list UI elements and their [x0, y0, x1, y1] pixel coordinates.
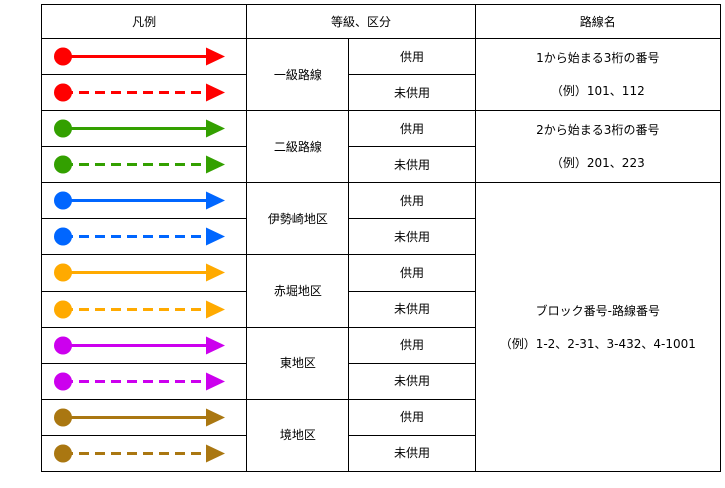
legend-cell [40, 38, 248, 76]
route-name-example: （例）201、223 [550, 156, 645, 171]
legend-cell [40, 254, 248, 292]
status-in-use: 供用 [348, 110, 476, 148]
table-row: 未供用 [40, 218, 721, 256]
table-row: 未供用 [40, 146, 721, 184]
dashed-arrow-icon [54, 444, 225, 463]
status-in-use: 供用 [348, 182, 476, 220]
legend-cell [40, 110, 248, 148]
header-legend: 凡例 [40, 3, 248, 40]
solid-arrow-icon [54, 119, 225, 138]
legend-cell [40, 74, 248, 112]
status-in-use: 供用 [348, 326, 476, 364]
table-row: 未供用 [40, 74, 721, 112]
route-name-rule: ブロック番号-路線番号 [535, 303, 660, 318]
status-not-in-use: 未供用 [348, 146, 476, 184]
status-not-in-use: 未供用 [348, 434, 476, 473]
status-not-in-use: 未供用 [348, 290, 476, 328]
legend-cell [40, 362, 248, 400]
legend-cell [40, 146, 248, 184]
route-name-example: （例）101、112 [550, 84, 645, 99]
status-in-use: 供用 [348, 254, 476, 292]
route-name-cell: ブロック番号-路線番号 （例）1-2、2-31、3-432、4-1001 [474, 182, 722, 472]
class-label: 二級路線 [246, 110, 350, 184]
header-class: 等級、区分 [246, 3, 476, 40]
table-row: 東地区 供用 [40, 326, 721, 400]
dashed-arrow-icon [54, 300, 225, 319]
table-row: 未供用 [40, 290, 721, 328]
dashed-arrow-icon [54, 155, 225, 174]
route-name-cell: 2から始まる3桁の番号 （例）201、223 [474, 110, 722, 184]
status-in-use: 供用 [348, 38, 476, 76]
table-row: 伊勢崎地区 供用 ブロック番号-路線番号 （例）1-2、2-31、3-432、4… [40, 182, 722, 472]
status-not-in-use: 未供用 [348, 362, 476, 400]
table-row: 未供用 [40, 434, 721, 473]
class-label: 一級路線 [246, 38, 350, 112]
route-name-cell: 1から始まる3桁の番号 （例）101、112 [474, 38, 722, 112]
legend-cell [40, 182, 248, 220]
table-row: 二級路線 供用 2から始まる3桁の番号 （例）201、223 [40, 110, 722, 184]
table-row: 未供用 [40, 362, 721, 400]
route-name-example: （例）1-2、2-31、3-432、4-1001 [499, 336, 696, 351]
route-name-rule: 1から始まる3桁の番号 [536, 51, 660, 66]
table-row: 一級路線 供用 1から始まる3桁の番号 （例）101、112 [40, 38, 722, 112]
status-in-use: 供用 [348, 398, 476, 436]
legend-cell [40, 218, 248, 256]
solid-arrow-icon [54, 263, 225, 282]
legend-cell [40, 398, 248, 436]
status-not-in-use: 未供用 [348, 74, 476, 112]
dashed-arrow-icon [54, 372, 225, 391]
route-legend-table: 凡例 等級、区分 路線名 一級路線 供用 1から始まる3桁の番号 （例）101、… [40, 3, 722, 473]
legend-cell [40, 290, 248, 328]
legend-cell [40, 326, 248, 364]
solid-arrow-icon [54, 408, 225, 427]
table-row: 境地区 供用 [40, 398, 721, 473]
class-label: 伊勢崎地区 [246, 182, 350, 256]
class-label: 赤堀地区 [246, 254, 350, 328]
header-row: 凡例 等級、区分 路線名 [40, 3, 722, 40]
solid-arrow-icon [54, 191, 225, 210]
dashed-arrow-icon [54, 83, 225, 102]
class-label: 境地区 [246, 398, 350, 473]
header-route-name: 路線名 [474, 3, 722, 40]
solid-arrow-icon [54, 47, 225, 66]
route-name-rule: 2から始まる3桁の番号 [536, 123, 660, 138]
dashed-arrow-icon [54, 227, 225, 246]
class-label: 東地区 [246, 326, 350, 400]
solid-arrow-icon [54, 336, 225, 355]
status-not-in-use: 未供用 [348, 218, 476, 256]
legend-cell [40, 434, 248, 473]
table-row: 赤堀地区 供用 [40, 254, 721, 328]
